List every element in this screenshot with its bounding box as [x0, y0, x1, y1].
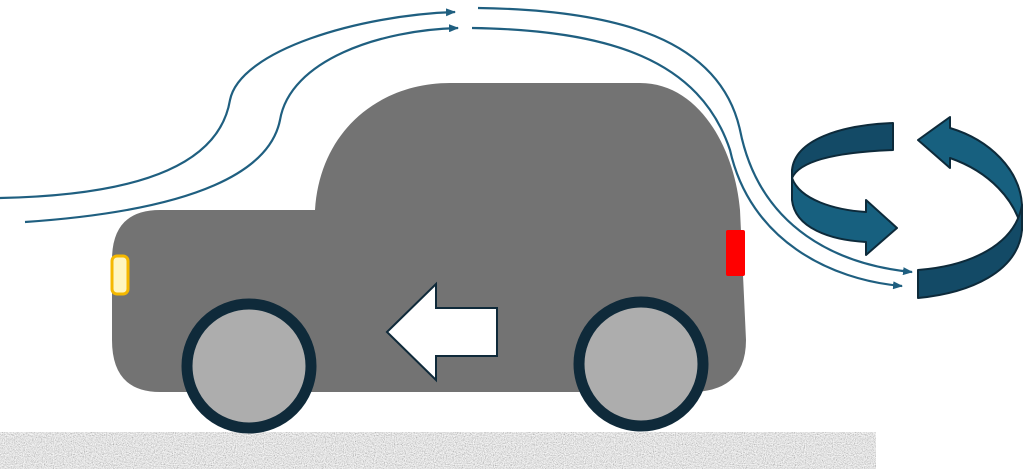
- airflow-line-lower-front: [24, 24, 459, 224]
- airflow-line-upper-front: [0, 8, 456, 200]
- airflow-line-lower-rear: [471, 26, 903, 290]
- rotation-arrow-right-back: [917, 204, 1023, 299]
- rotation-arrow-left-back: [791, 122, 894, 179]
- rear-wheel: [573, 296, 709, 432]
- rotation-arrows-icon: [791, 116, 1023, 299]
- rotation-arrow-left-front: [791, 177, 898, 256]
- rotation-arrow-right-front: [917, 116, 1023, 231]
- airflow-lines: [0, 6, 913, 290]
- ground: [0, 432, 876, 469]
- headlight: [110, 254, 130, 296]
- arrow-left-icon: [385, 281, 498, 383]
- airflow-line-upper-rear: [477, 6, 913, 276]
- taillight: [726, 230, 745, 276]
- car: [110, 83, 746, 434]
- front-wheel: [181, 298, 317, 434]
